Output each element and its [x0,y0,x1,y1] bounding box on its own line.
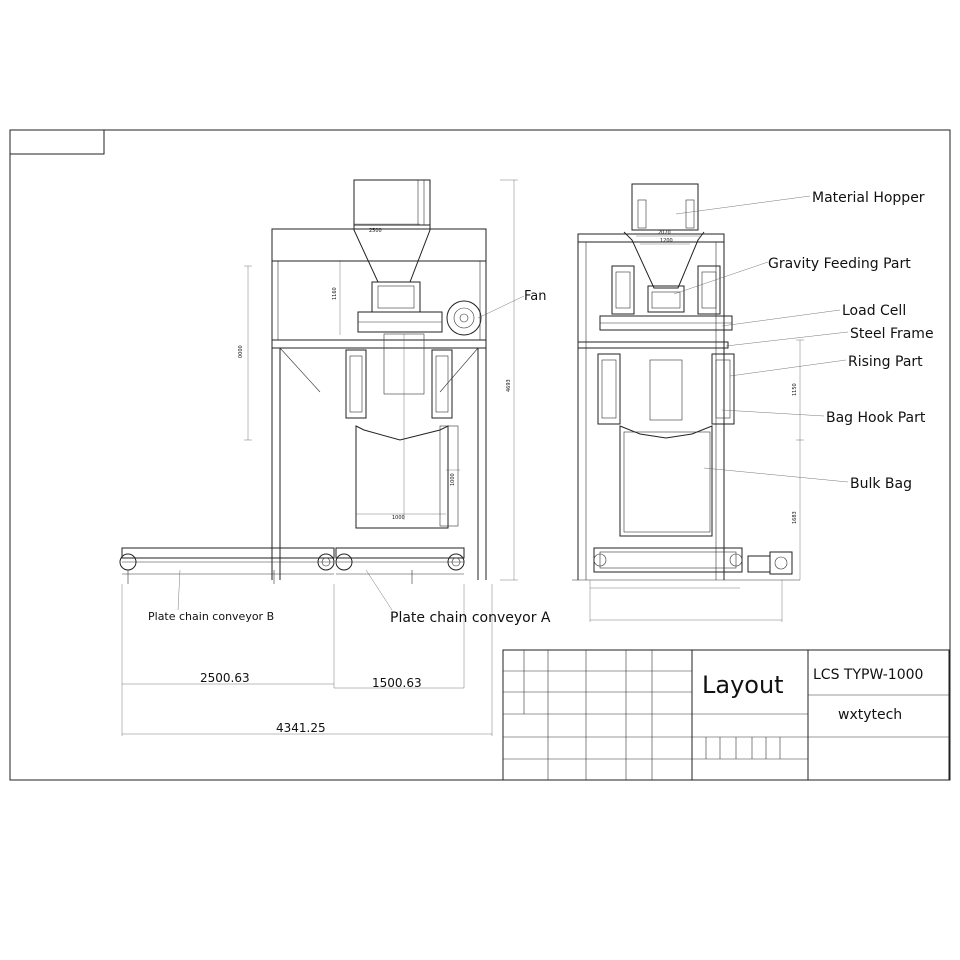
gravity-feeding-label: Gravity Feeding Part [768,256,911,272]
title-company: wxtytech [838,707,902,723]
dim-left-side: 0000 [238,345,244,358]
dim-conveyor-total: 4341.25 [276,721,326,735]
rising-part-label: Rising Part [848,354,923,370]
steel-frame-label: Steel Frame [850,326,934,342]
dim-conveyor-a: 1500.63 [372,676,422,690]
left-elevation-view [244,179,518,581]
dim-conveyor-b: 2500.63 [200,671,250,685]
conveyor-b [119,547,335,584]
material-hopper-label: Material Hopper [812,190,925,206]
conveyor-a [335,547,465,584]
dim-right-base: 1683 [792,511,798,524]
dim-right-inner: 1200 [660,238,673,244]
dim-right-width: 2070 [658,230,671,236]
dim-left-hopper-height: 1160 [332,287,338,300]
bulk-bag-label: Bulk Bag [850,476,912,492]
conveyor-b-label: Plate chain conveyor B [148,610,274,623]
fan-label: Fan [524,289,547,304]
title-layout: Layout [702,671,784,699]
dim-left-total-height: 4693 [506,379,512,392]
load-cell-label: Load Cell [842,303,906,319]
dim-left-width: 2500 [369,228,382,234]
bag-hook-label: Bag Hook Part [826,410,926,426]
dim-left-bag-width: 1000 [392,515,405,521]
conveyor-a-label: Plate chain conveyor A [390,610,551,626]
sheet-border [9,129,951,781]
fan-icon [446,300,482,336]
dim-right-rise: 1150 [792,383,798,396]
right-elevation-view [572,183,804,622]
dim-left-bag: 1000 [450,473,456,486]
corner-label-box [9,129,105,155]
title-model: LCS TYPW-1000 [813,667,923,683]
title-block [502,649,950,781]
